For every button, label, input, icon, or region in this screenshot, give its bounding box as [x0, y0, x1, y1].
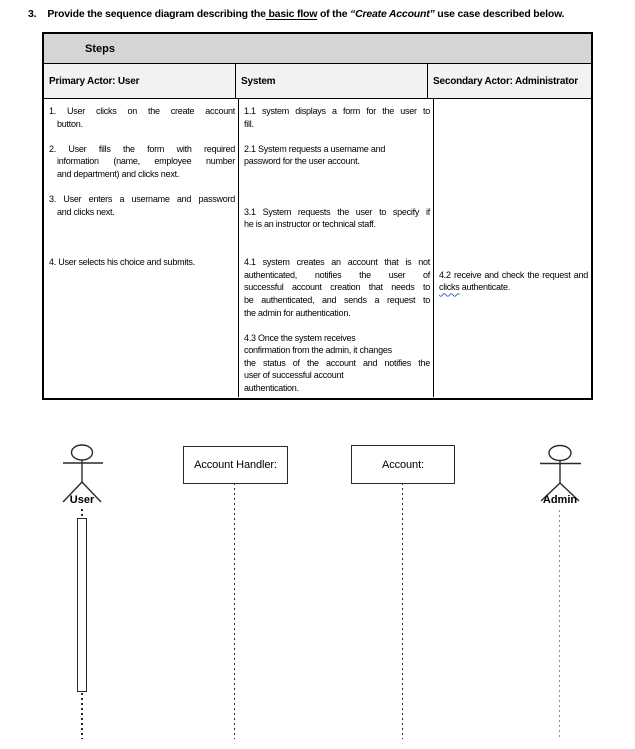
user-lifeline — [81, 693, 83, 739]
step-text-line — [49, 244, 235, 257]
step-text-line: authentication. — [244, 383, 299, 394]
step-text-line: 4.1 system creates an account that is no… — [244, 257, 430, 268]
step-text-line: and clicks next. — [57, 206, 115, 217]
step-text-line: button. — [57, 118, 83, 129]
step-text-line — [244, 231, 430, 244]
step-text-line: user of successful account — [244, 370, 344, 381]
step-text-line: successful account creation that needs t… — [244, 282, 430, 293]
step-text-line: the admin for authentication. — [244, 307, 351, 318]
secondary-actor-steps-cell: 4.2 receive and check the request and cli… — [434, 99, 591, 397]
step-text-line — [244, 319, 430, 332]
step-text-line — [439, 193, 588, 206]
title-usecase-name: “Create Account” — [350, 8, 435, 20]
column-header-primary-actor: Primary Actor: User — [44, 64, 236, 98]
step-text-line: clicks authenticate. — [439, 282, 511, 293]
user-actor-icon — [62, 444, 103, 503]
step-text-line — [439, 206, 588, 219]
step-text-line — [244, 130, 430, 143]
step-text-line — [244, 168, 430, 181]
steps-label: Steps — [85, 42, 115, 55]
column-header-system: System — [236, 64, 428, 98]
column-header-secondary-actor: Secondary Actor: Administrator — [433, 75, 578, 87]
admin-actor-icon — [540, 444, 581, 502]
admin-actor-label: Admin — [542, 494, 578, 506]
step-text-line: 3. User enters a username and password — [49, 194, 235, 205]
question-number: 3. — [28, 8, 37, 20]
step-text-line: 4.2 receive and check the request and — [439, 269, 588, 280]
step-text-line: confirmation from the admin, it changes — [244, 345, 392, 356]
step-text-line — [244, 181, 430, 194]
spellcheck-flagged-word: clicks — [439, 282, 460, 293]
step-text-line — [49, 218, 235, 231]
steps-table-header-row: Primary Actor: User System Secondary Act… — [44, 64, 591, 99]
step-text-line: 2.1 System requests a username and — [244, 143, 386, 154]
account-object-label: Account: — [381, 458, 424, 471]
step-text-line — [439, 256, 588, 269]
step-text-line — [439, 244, 588, 257]
step-text-line — [439, 130, 588, 143]
step-text-line — [439, 218, 588, 231]
step-text-line: fill. — [244, 118, 254, 129]
steps-table-body-row: 1. User clicks on the create account butt… — [44, 99, 591, 397]
account-handler-object-label: Account Handler: — [194, 459, 277, 471]
primary-actor-steps-cell: 1. User clicks on the create account butt… — [44, 99, 239, 397]
step-text-line — [439, 118, 588, 131]
step-text-line — [439, 181, 588, 194]
step-text-line: 3.1 System requests the user to specify … — [244, 206, 430, 217]
step-text-line: password for the user account. — [244, 156, 360, 167]
step-text-line: authenticated, notifies the user of — [244, 269, 430, 280]
step-text-line: 4. User selects his choice and submits. — [49, 257, 195, 268]
title-text-1: Provide the sequence diagram describing … — [47, 8, 266, 20]
step-text-line — [49, 181, 235, 194]
account-object: Account: — [351, 445, 455, 484]
step-text-line — [49, 130, 235, 143]
step-text-line: 1.1 system displays a form for the user … — [244, 106, 430, 116]
step-text-line: be authenticated, and sends a request to — [244, 294, 430, 305]
account-handler-object: Account Handler: — [183, 446, 288, 484]
step-text-line: he is an instructor or technical staff. — [244, 219, 376, 230]
step-text-line — [439, 143, 588, 156]
title-text-3: use case described below. — [434, 8, 565, 20]
account-handler-lifeline — [233, 483, 236, 739]
steps-table-title-row: Steps — [44, 34, 591, 64]
steps-table: Steps Primary Actor: User System Seconda… — [42, 32, 593, 400]
step-text-line: and department) and clicks next. — [57, 168, 180, 179]
user-activation-bar — [77, 518, 87, 692]
admin-lifeline — [558, 510, 561, 739]
step-text-line — [49, 231, 235, 244]
question-title: 3. Provide the sequence diagram describin… — [28, 7, 608, 21]
title-underlined-text: basic flow — [265, 8, 318, 20]
step-text-line: 1. User clicks on the create account — [49, 106, 235, 116]
step-text-line — [439, 105, 588, 118]
user-actor-label: User — [69, 494, 95, 506]
user-lifeline-top-segment — [81, 509, 83, 518]
step-text-line — [439, 231, 588, 244]
title-text-2: of the — [317, 8, 351, 20]
step-text-line — [439, 168, 588, 181]
account-lifeline — [401, 483, 404, 739]
step-text-line: 4.3 Once the system receives — [244, 332, 356, 343]
step-text-line — [244, 193, 430, 206]
system-steps-cell: 1.1 system displays a form for the user … — [239, 99, 434, 397]
step-text-line: the status of the account and notifies t… — [244, 357, 430, 368]
step-text-line: information (name, employee number — [57, 156, 235, 167]
step-text-line — [244, 244, 430, 257]
step-text-line — [439, 155, 588, 168]
step-text-line: 2. User fills the form with required — [49, 143, 235, 154]
